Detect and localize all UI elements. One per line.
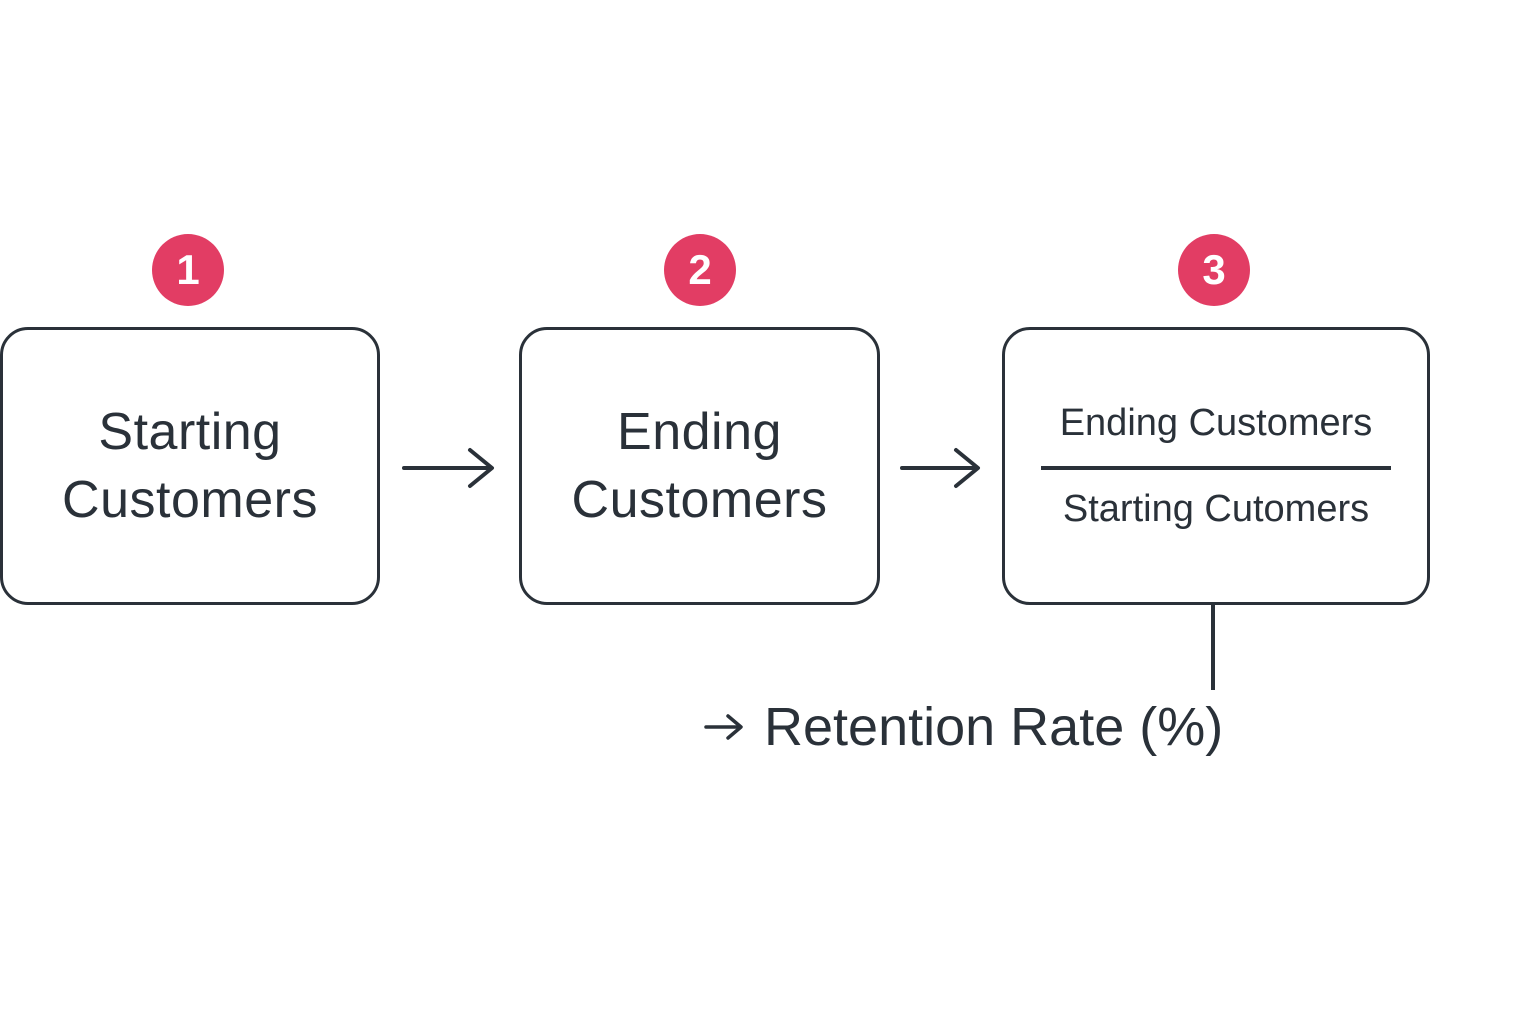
- step-1-badge: 1: [152, 234, 224, 306]
- ending-customers-box: Ending Customers: [519, 327, 880, 605]
- fraction-bar: [1041, 466, 1391, 470]
- result-connector-line: [1211, 605, 1215, 690]
- fraction-numerator: Ending Customers: [1059, 402, 1373, 444]
- result-label-group: Retention Rate (%): [704, 692, 1223, 762]
- ending-customers-line-2: Customers: [571, 471, 828, 529]
- step-3-badge: 3: [1178, 234, 1250, 306]
- ending-customers-line-1: Ending: [617, 403, 782, 461]
- starting-customers-line-2: Customers: [62, 471, 318, 529]
- retention-fraction: Ending Customers Starting Cutomers: [1041, 398, 1391, 534]
- step-2-badge: 2: [664, 234, 736, 306]
- arrow-right-icon: [704, 714, 743, 740]
- retention-formula-box: Ending Customers Starting Cutomers: [1002, 327, 1430, 605]
- fraction-denominator: Starting Cutomers: [1062, 488, 1370, 530]
- starting-customers-box: Starting Customers: [0, 327, 380, 605]
- starting-customers-line-1: Starting: [98, 403, 282, 461]
- arrow-right-icon: [402, 448, 494, 488]
- retention-rate-label: Retention Rate (%): [764, 697, 1224, 757]
- arrow-right-icon: [900, 448, 980, 488]
